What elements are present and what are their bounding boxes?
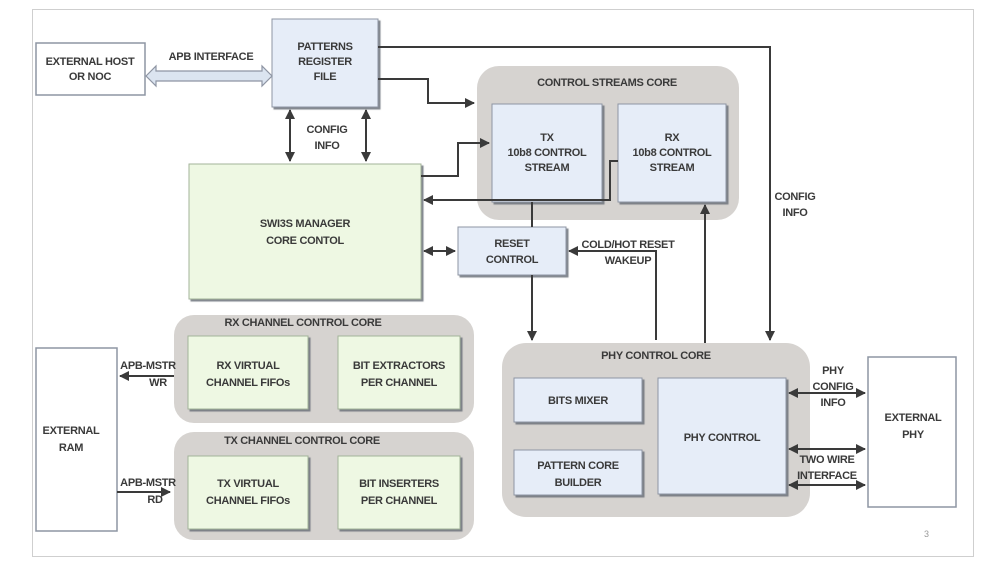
edge-config-info-right bbox=[378, 46, 775, 341]
control-streams-core-label: CONTROL STREAMS CORE bbox=[537, 77, 677, 89]
apb-interface-arrow bbox=[145, 64, 273, 88]
edge-rx-to-manager bbox=[423, 160, 618, 205]
rx-virtual-fifos-box bbox=[187, 335, 309, 410]
page-number: 3 bbox=[924, 529, 929, 539]
edge-cold-hot-reset bbox=[568, 246, 657, 340]
bits-mixer-label: BITS MIXER bbox=[548, 395, 608, 407]
edge-regfile-to-streams bbox=[378, 78, 475, 108]
tx-channel-core-label: TX CHANNEL CONTROL CORE bbox=[224, 435, 380, 447]
manager-core-box bbox=[188, 163, 422, 300]
reset-control-box bbox=[457, 226, 567, 276]
patterns-register-file-box bbox=[271, 18, 379, 108]
external-phy-box bbox=[867, 356, 957, 508]
phy-control-box bbox=[657, 377, 787, 495]
edge-manager-to-tx bbox=[421, 138, 490, 177]
bits-mixer-box bbox=[513, 377, 643, 423]
apb-interface-label: APB INTERFACE bbox=[169, 51, 254, 63]
external-ram-box bbox=[35, 347, 118, 532]
phy-control-label: PHY CONTROL bbox=[684, 432, 761, 444]
pattern-core-builder-box bbox=[513, 449, 643, 496]
bit-extractors-box bbox=[337, 335, 461, 410]
rx-channel-core-label: RX CHANNEL CONTROL CORE bbox=[224, 317, 381, 329]
tx-control-stream-box bbox=[491, 103, 603, 203]
phy-control-core-label: PHY CONTROL CORE bbox=[601, 350, 711, 362]
external-host-box bbox=[35, 42, 146, 96]
rx-control-stream-box bbox=[617, 103, 727, 203]
bit-inserters-box bbox=[337, 455, 461, 530]
tx-virtual-fifos-box bbox=[187, 455, 309, 530]
